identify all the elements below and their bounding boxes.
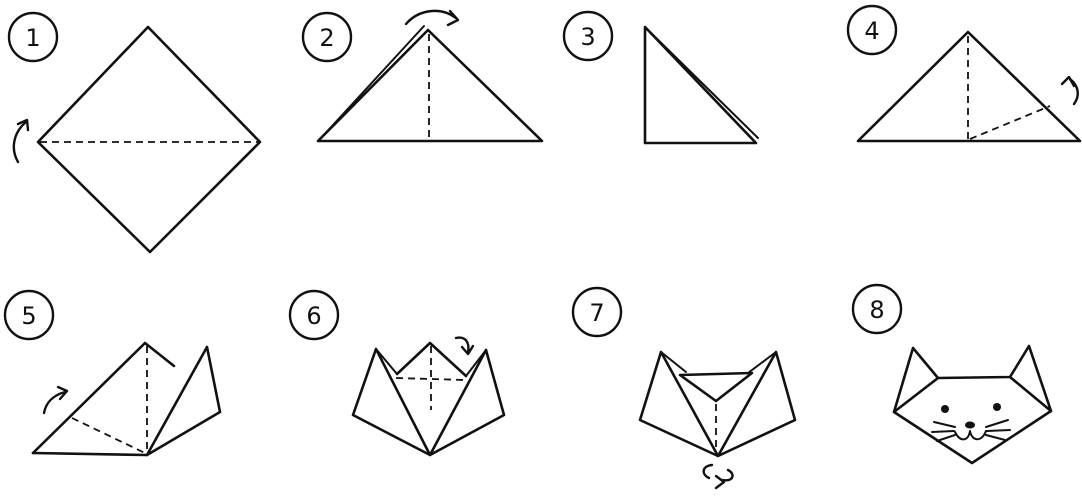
step-2-triangle xyxy=(318,30,542,141)
step-8-badge: 8 xyxy=(853,285,901,333)
step-2-badge: 2 xyxy=(303,13,351,61)
step-5-right-ear xyxy=(147,347,220,455)
step-6: 6 xyxy=(290,291,504,455)
step-6-badge: 6 xyxy=(290,291,338,339)
step-4-ear-fold xyxy=(970,106,1050,139)
step-7-number: 7 xyxy=(589,299,604,327)
step-4-number: 4 xyxy=(864,17,879,45)
step-7: 7 xyxy=(573,288,795,488)
step-7-folded-top xyxy=(680,373,752,401)
step-3-paper-edge xyxy=(648,30,758,138)
step-7-badge: 7 xyxy=(573,288,621,336)
step-6-body xyxy=(353,349,504,455)
step-5-fold-up-arrow-icon xyxy=(44,387,67,413)
step-2-fold-back-arrow-icon xyxy=(406,11,458,25)
step-1: 1 xyxy=(9,13,260,252)
step-7-inner-edges xyxy=(661,352,776,373)
step-3-number: 3 xyxy=(580,23,595,51)
step-1-paper-square xyxy=(38,27,260,252)
step-1-badge: 1 xyxy=(9,13,57,61)
step-2: 2 xyxy=(303,11,542,141)
step-8-nose xyxy=(965,422,975,429)
step-5-base xyxy=(33,453,147,455)
step-7-body xyxy=(640,352,795,456)
step-8-right-whiskers xyxy=(986,420,1010,440)
step-6-number: 6 xyxy=(306,302,321,330)
step-5-number: 5 xyxy=(21,302,36,330)
step-8: 8 xyxy=(853,285,1051,463)
step-5-ear-fold xyxy=(72,418,145,453)
step-3: 3 xyxy=(564,12,758,143)
step-8-cat-head xyxy=(894,346,1051,463)
step-7-turn-over-arrow-icon xyxy=(704,465,733,488)
step-8-forehead-fold xyxy=(894,377,1051,412)
step-8-right-eye xyxy=(993,403,1001,411)
step-1-number: 1 xyxy=(25,24,40,52)
step-8-mouth xyxy=(955,431,986,439)
step-8-number: 8 xyxy=(869,296,884,324)
step-2-number: 2 xyxy=(319,24,334,52)
step-8-cat-face xyxy=(932,403,1010,441)
step-4-badge: 4 xyxy=(848,6,896,54)
step-4-fold-up-arrow-icon xyxy=(1062,77,1078,104)
step-4-triangle xyxy=(858,32,1080,141)
step-4: 4 xyxy=(848,6,1080,141)
step-5: 5 xyxy=(5,291,220,455)
step-3-badge: 3 xyxy=(564,12,612,60)
step-1-fold-up-arrow-icon xyxy=(14,120,28,162)
step-8-left-eye xyxy=(941,405,949,413)
step-6-fold-down-arrow-icon xyxy=(456,338,473,354)
step-6-horizontal-fold xyxy=(396,378,466,380)
step-5-badge: 5 xyxy=(5,291,53,339)
